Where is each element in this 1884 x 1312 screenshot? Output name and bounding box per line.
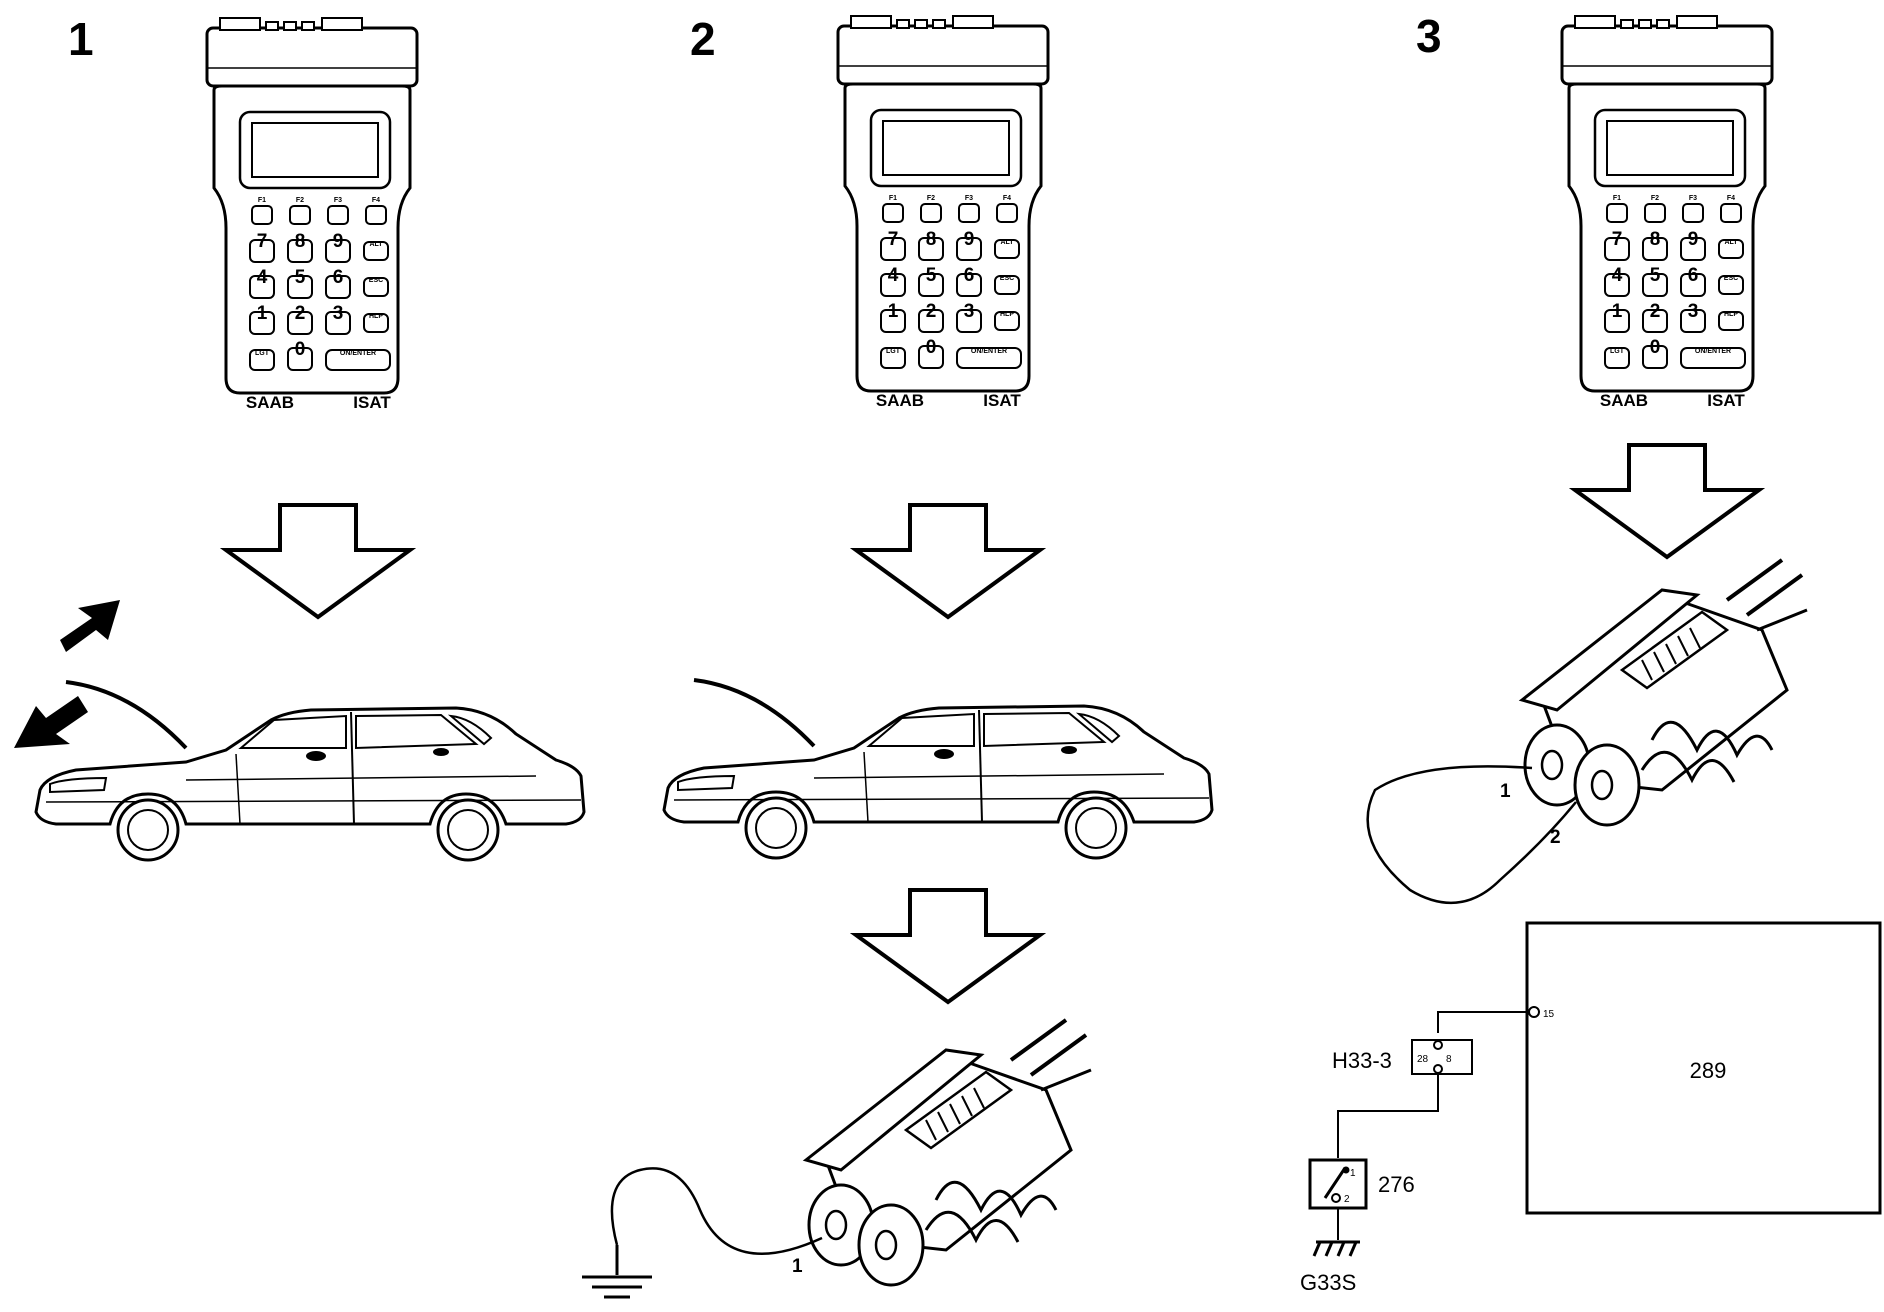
svg-text:ALT: ALT <box>1724 239 1738 246</box>
svg-text:1: 1 <box>1612 301 1623 322</box>
control-unit-box <box>1525 921 1882 1215</box>
svg-text:ESC: ESC <box>1724 275 1738 282</box>
tester-1-brand: SAAB <box>246 393 294 412</box>
svg-text:6: 6 <box>333 267 344 288</box>
connector-icon: 1 2 <box>1366 558 1809 905</box>
svg-text:F2: F2 <box>296 197 304 204</box>
svg-text:3: 3 <box>964 301 975 322</box>
svg-text:5: 5 <box>1650 265 1661 286</box>
svg-text:ON/ENTER: ON/ENTER <box>340 350 376 357</box>
svg-text:7: 7 <box>1612 229 1623 250</box>
svg-text:9: 9 <box>964 229 975 250</box>
svg-text:4: 4 <box>1612 265 1623 286</box>
svg-text:ALT: ALT <box>1000 239 1014 246</box>
ground-label: G33S <box>1300 1270 1356 1295</box>
step-3-pin-label-2: 2 <box>1550 827 1561 848</box>
svg-text:1: 1 <box>257 303 268 324</box>
svg-text:7: 7 <box>257 231 268 252</box>
diagnostic-tester-icon: F1 F2 F3 F4 7 8 9 4 5 6 1 2 3 0 ALT ESC HLP LGT ON/E… <box>1560 14 1774 410</box>
tester-1-model: ISAT <box>353 393 391 412</box>
step-3-pin-label-1: 1 <box>1500 781 1511 802</box>
svg-text:F1: F1 <box>889 195 897 202</box>
svg-text:F3: F3 <box>965 195 973 202</box>
down-arrow-icon <box>854 888 1042 1004</box>
svg-text:ESC: ESC <box>1000 275 1014 282</box>
diagnostic-tester-icon: F1 F2 F3 F4 7 8 9 4 5 6 1 2 3 0 ALT ESC HLP LGT ON/E… <box>836 14 1050 410</box>
svg-text:ALT: ALT <box>369 241 383 248</box>
svg-text:ON/ENTER: ON/ENTER <box>971 348 1007 355</box>
svg-text:8: 8 <box>926 229 937 250</box>
svg-text:4: 4 <box>257 267 268 288</box>
svg-text:F4: F4 <box>1727 195 1735 202</box>
svg-text:4: 4 <box>888 265 899 286</box>
ground-symbol-icon <box>1312 1240 1360 1257</box>
svg-text:0: 0 <box>926 337 937 358</box>
down-arrow-icon <box>1573 443 1761 559</box>
svg-text:LGT: LGT <box>255 350 270 357</box>
svg-text:1: 1 <box>888 301 899 322</box>
svg-text:3: 3 <box>333 303 344 324</box>
svg-text:9: 9 <box>333 231 344 252</box>
connector-pin-left: 28 <box>1417 1054 1429 1065</box>
svg-text:HLP: HLP <box>1000 311 1014 318</box>
svg-text:ESC: ESC <box>369 277 383 284</box>
control-unit-pin-15: 15 <box>1543 1009 1555 1020</box>
svg-text:F4: F4 <box>372 197 380 204</box>
down-arrow-icon <box>224 503 412 619</box>
svg-text:LGT: LGT <box>1610 348 1625 355</box>
step-3-number: 3 <box>1416 10 1442 62</box>
svg-text:0: 0 <box>1650 337 1661 358</box>
car-icon <box>34 680 586 862</box>
svg-text:7: 7 <box>888 229 899 250</box>
connector-label: H33-3 <box>1332 1048 1392 1073</box>
svg-text:6: 6 <box>1688 265 1699 286</box>
svg-text:8: 8 <box>1650 229 1661 250</box>
svg-text:5: 5 <box>926 265 937 286</box>
svg-text:3: 3 <box>1688 301 1699 322</box>
car-icon <box>662 678 1214 860</box>
svg-text:F3: F3 <box>334 197 342 204</box>
svg-text:8: 8 <box>295 231 306 252</box>
svg-text:5: 5 <box>295 267 306 288</box>
tester-3-model: ISAT <box>1707 391 1745 410</box>
svg-text:F1: F1 <box>1613 195 1621 202</box>
svg-text:2: 2 <box>926 301 937 322</box>
tester-2-model: ISAT <box>983 391 1021 410</box>
step-2-pin-label: 1 <box>792 1256 803 1277</box>
svg-text:F2: F2 <box>927 195 935 202</box>
svg-text:HLP: HLP <box>1724 311 1738 318</box>
control-unit-label: 289 <box>1690 1058 1727 1083</box>
svg-text:F3: F3 <box>1689 195 1697 202</box>
svg-text:6: 6 <box>964 265 975 286</box>
svg-text:2: 2 <box>1650 301 1661 322</box>
step-1-number: 1 <box>68 13 94 65</box>
wiring-schematic: 289 15 28 8 H33-3 1 2 276 G33S <box>1300 921 1882 1295</box>
svg-text:9: 9 <box>1688 229 1699 250</box>
svg-text:0: 0 <box>295 339 306 360</box>
switch-pin-2: 2 <box>1344 1194 1350 1205</box>
tester-2-brand: SAAB <box>876 391 924 410</box>
svg-text:F2: F2 <box>1651 195 1659 202</box>
svg-text:F4: F4 <box>1003 195 1011 202</box>
svg-text:HLP: HLP <box>369 313 383 320</box>
ground-symbol-icon <box>582 1245 652 1299</box>
switch-label: 276 <box>1378 1172 1415 1197</box>
down-arrow-icon <box>854 503 1042 619</box>
connector-pin-right: 8 <box>1446 1054 1452 1065</box>
tester-3-brand: SAAB <box>1600 391 1648 410</box>
connector-icon: 1 <box>610 1018 1093 1287</box>
svg-text:ON/ENTER: ON/ENTER <box>1695 348 1731 355</box>
diagnostic-tester-icon: F1 F2 F3 F4 7 8 9 4 5 6 1 2 3 0 ALT ESC HLP LGT ON/E… <box>205 16 419 412</box>
svg-text:F1: F1 <box>258 197 266 204</box>
step-2-number: 2 <box>690 13 716 65</box>
switch-pin-1: 1 <box>1350 1168 1356 1179</box>
svg-text:LGT: LGT <box>886 348 901 355</box>
bonnet-arrows-icon <box>14 600 120 748</box>
svg-text:2: 2 <box>295 303 306 324</box>
